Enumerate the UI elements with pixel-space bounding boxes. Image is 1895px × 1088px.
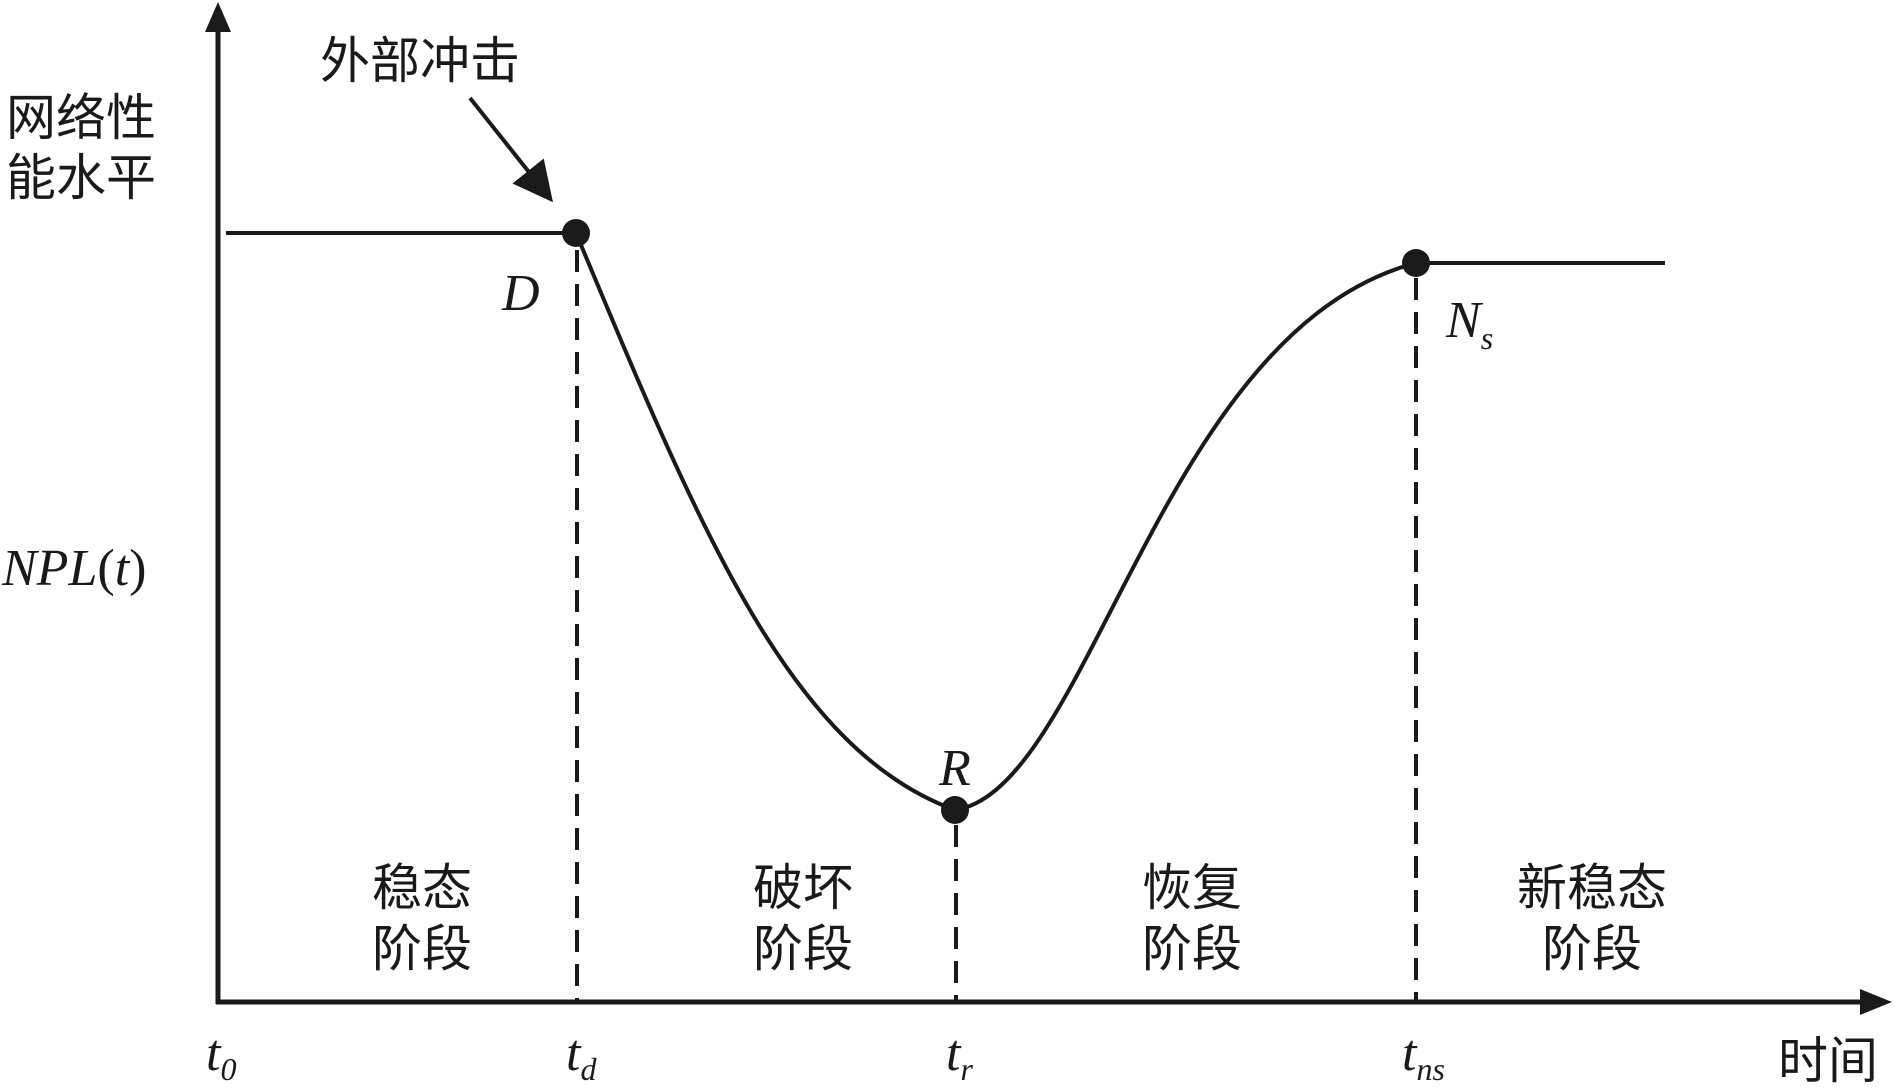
- tick-td: td: [566, 1025, 597, 1087]
- point-Ns-base: N: [1445, 292, 1484, 349]
- tick-t0: t0: [206, 1025, 236, 1087]
- function-paren-open: (: [97, 540, 114, 597]
- point-D-label: D: [501, 265, 540, 322]
- phase-new-steady-line2: 阶段: [1542, 920, 1642, 978]
- function-label: NPL(t): [1, 540, 146, 597]
- tick-t0-sub: 0: [220, 1051, 236, 1087]
- function-variable: t: [115, 540, 131, 597]
- point-R-label: R: [938, 740, 971, 797]
- phase-new-steady-line1: 新稳态: [1517, 859, 1667, 917]
- phase-steady-line1: 稳态: [372, 859, 472, 917]
- function-name: NPL: [1, 540, 97, 597]
- tick-tns: tns: [1402, 1025, 1445, 1087]
- phase-recovery-line2: 阶段: [1142, 920, 1242, 978]
- tick-tr-sub: r: [960, 1051, 973, 1087]
- tick-tr: tr: [946, 1025, 973, 1087]
- phase-disruption-line1: 破坏: [753, 859, 853, 917]
- phase-recovery-line1: 恢复: [1142, 859, 1242, 917]
- tick-td-sub: d: [580, 1051, 597, 1087]
- point-R: [941, 796, 969, 824]
- phase-disruption-line2: 阶段: [753, 920, 853, 978]
- point-Ns-label: Ns: [1445, 292, 1493, 356]
- point-Ns-sub: s: [1481, 320, 1493, 356]
- point-D: [562, 219, 590, 247]
- y-axis-title-line1: 网络性: [6, 89, 156, 147]
- annotation-arrow: [468, 96, 553, 203]
- tick-tns-base: t: [1402, 1025, 1418, 1082]
- disruption-curve: [574, 232, 956, 812]
- tick-t0-base: t: [206, 1025, 222, 1082]
- tick-tr-base: t: [946, 1025, 962, 1082]
- y-axis-title-line2: 能水平: [6, 149, 156, 207]
- tick-tns-sub: ns: [1416, 1051, 1444, 1087]
- point-Ns: [1402, 249, 1430, 277]
- x-axis-title: 时间: [1778, 1032, 1878, 1088]
- y-axis-arrowhead: [205, 2, 231, 32]
- phase-steady-line2: 阶段: [372, 920, 472, 978]
- function-paren-close: ): [129, 540, 146, 597]
- x-axis-arrowhead: [1860, 989, 1892, 1015]
- tick-td-base: t: [566, 1025, 582, 1082]
- annotation-text: 外部冲击: [320, 32, 520, 90]
- recovery-curve: [954, 261, 1417, 812]
